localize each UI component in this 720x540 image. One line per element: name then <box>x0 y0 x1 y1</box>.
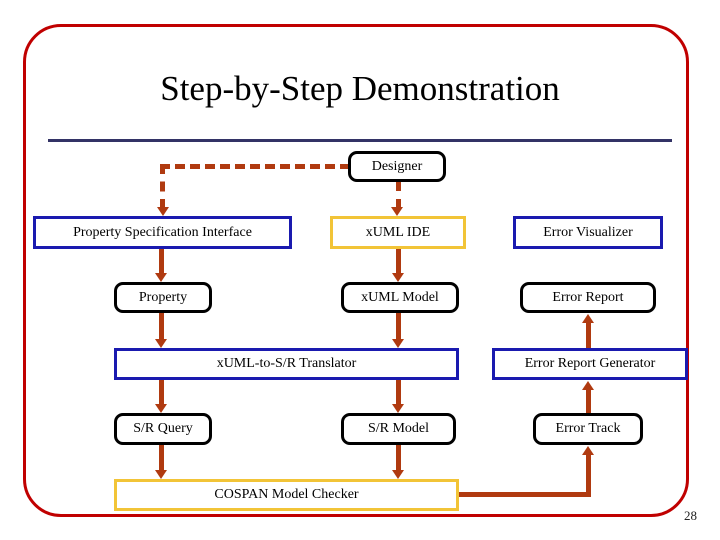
node-property-specification-interface-label: Property Specification Interface <box>73 224 252 240</box>
edge-xuml-model-to-translator <box>396 313 401 341</box>
edge-error-track-to-generator <box>586 389 591 415</box>
edge-generator-to-error-report <box>586 322 591 350</box>
arrowhead-to-cospan-right <box>392 470 404 479</box>
edge-translator-to-sr-query <box>159 380 164 407</box>
node-xuml-model[interactable]: xUML Model <box>341 282 459 313</box>
node-cospan-model-checker-label: COSPAN Model Checker <box>214 487 359 502</box>
node-error-report[interactable]: Error Report <box>520 282 656 313</box>
node-xuml-model-label: xUML Model <box>361 289 439 305</box>
edge-translator-to-sr-model <box>396 380 401 407</box>
node-sr-query-label: S/R Query <box>133 421 193 436</box>
arrowhead-to-error-report-generator <box>582 381 594 390</box>
node-error-report-generator[interactable]: Error Report Generator <box>492 348 688 380</box>
node-error-report-generator-label: Error Report Generator <box>524 356 656 371</box>
arrowhead-to-sr-query <box>155 404 167 413</box>
arrowhead-to-cospan-left <box>155 470 167 479</box>
arrowhead-to-error-report <box>582 314 594 323</box>
node-designer-label: Designer <box>371 158 423 174</box>
node-error-visualizer[interactable]: Error Visualizer <box>513 216 663 249</box>
arrowhead-to-sr-model <box>392 404 404 413</box>
node-property[interactable]: Property <box>114 282 212 313</box>
edge-designer-to-xuml-ide <box>396 181 401 209</box>
arrowhead-to-translator-right <box>392 339 404 348</box>
arrowhead-to-property <box>155 273 167 282</box>
edge-cospan-to-error-track-horizontal <box>458 492 591 497</box>
node-xuml-to-sr-translator[interactable]: xUML-to-S/R Translator <box>114 348 459 380</box>
node-xuml-ide[interactable]: xUML IDE <box>330 216 466 249</box>
arrowhead-to-xuml-model <box>392 273 404 282</box>
node-xuml-ide-label: xUML IDE <box>365 224 431 240</box>
arrowhead-to-translator-left <box>155 339 167 348</box>
edge-xuml-ide-to-xuml-model <box>396 249 401 275</box>
edge-sr-query-to-cospan <box>159 445 164 473</box>
node-sr-model[interactable]: S/R Model <box>341 413 456 445</box>
arrowhead-to-error-track <box>582 446 594 455</box>
slide-frame-border <box>23 24 689 517</box>
node-sr-model-label: S/R Model <box>367 421 430 436</box>
edge-designer-to-property-spec-horizontal <box>160 164 350 169</box>
arrowhead-to-property-spec <box>157 207 169 216</box>
arrowhead-to-xuml-ide <box>391 207 403 216</box>
node-error-report-label: Error Report <box>552 289 624 305</box>
node-xuml-to-sr-translator-label: xUML-to-S/R Translator <box>216 356 357 371</box>
page-number: 28 <box>684 508 697 523</box>
node-property-specification-interface[interactable]: Property Specification Interface <box>33 216 292 249</box>
edge-cospan-to-error-track-vertical <box>586 455 591 495</box>
edge-designer-to-property-spec-vertical <box>160 164 165 209</box>
page-title: Step-by-Step Demonstration <box>160 69 560 108</box>
node-error-visualizer-label: Error Visualizer <box>543 224 633 240</box>
node-error-track-label: Error Track <box>555 421 621 436</box>
node-error-track[interactable]: Error Track <box>533 413 643 445</box>
node-sr-query[interactable]: S/R Query <box>114 413 212 445</box>
edge-property-to-translator <box>159 313 164 341</box>
node-designer[interactable]: Designer <box>348 151 446 182</box>
edge-sr-model-to-cospan <box>396 445 401 473</box>
node-cospan-model-checker[interactable]: COSPAN Model Checker <box>114 479 459 511</box>
title-divider <box>48 139 672 142</box>
edge-property-spec-to-property <box>159 249 164 275</box>
node-property-label: Property <box>138 289 188 305</box>
